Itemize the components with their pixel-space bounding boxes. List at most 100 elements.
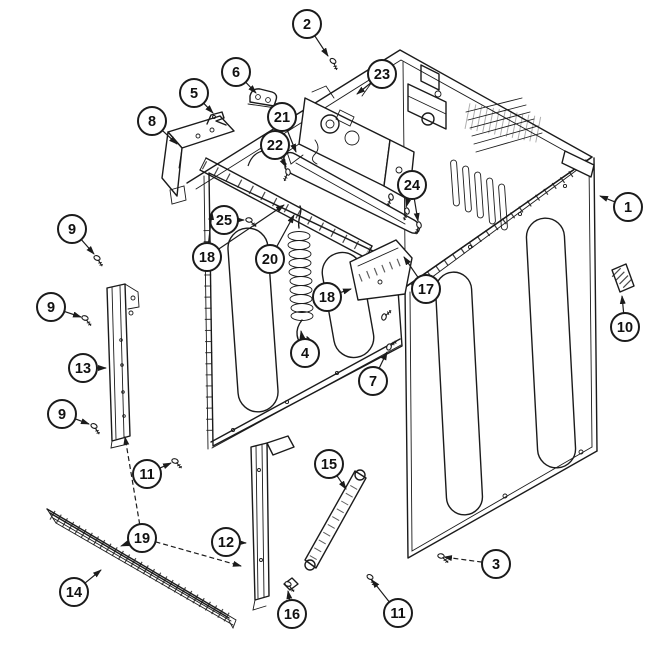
callout-number: 11	[139, 467, 154, 483]
callout-number: 6	[232, 65, 240, 81]
cabinet-shell	[186, 49, 598, 559]
screw-icon	[363, 572, 379, 587]
callout-number: 18	[319, 290, 335, 306]
leader-arrow	[336, 475, 347, 490]
callout-balloon	[267, 102, 297, 132]
callout-balloon	[613, 192, 643, 222]
callout-22: 22	[260, 130, 290, 168]
callout-24: 24	[397, 170, 427, 222]
leader-arrow	[314, 35, 329, 57]
callout-balloon	[292, 9, 322, 39]
callout-number: 7	[369, 374, 377, 390]
callout-balloon	[312, 282, 342, 312]
callout-balloon	[610, 312, 640, 342]
callout-11: 11	[132, 459, 172, 489]
callout-number: 8	[148, 114, 156, 130]
suspension-spring	[287, 205, 314, 347]
callout-19: 19	[120, 436, 242, 567]
callout-2: 2	[292, 9, 329, 57]
callout-number: 12	[218, 535, 234, 551]
center-rail	[250, 435, 295, 611]
callout-14: 14	[59, 569, 102, 607]
callout-1: 1	[599, 192, 643, 222]
screw-icon	[169, 457, 185, 470]
callout-balloon	[383, 598, 413, 628]
leader-arrow	[123, 436, 141, 525]
leader-arrow	[203, 102, 214, 114]
callout-17: 17	[403, 256, 441, 304]
leader-arrow	[371, 579, 390, 603]
leader-arrow	[159, 462, 172, 470]
leader-arrow	[413, 198, 420, 222]
vent-slots	[450, 159, 508, 231]
leader-arrow	[120, 540, 130, 547]
callout-balloon	[397, 170, 427, 200]
callout-balloon	[358, 366, 388, 396]
callout-number: 24	[404, 178, 420, 194]
callout-balloon	[68, 353, 98, 383]
leader-arrow	[403, 256, 419, 278]
callout-number: 1	[624, 200, 632, 216]
screw-icon	[79, 314, 95, 327]
callout-balloon	[57, 214, 87, 244]
panel-cutout-left	[227, 227, 279, 413]
callout-balloon	[260, 130, 290, 160]
callout-9: 9	[57, 214, 95, 255]
side-emboss-left	[434, 271, 484, 516]
callout-number: 3	[492, 557, 500, 573]
leader-arrow	[207, 211, 215, 244]
callout-number: 25	[216, 213, 232, 229]
callout-8: 8	[137, 106, 178, 145]
callout-balloon	[221, 57, 251, 87]
timer-console-assembly	[286, 81, 415, 201]
callout-balloon	[137, 106, 167, 136]
screw-icon	[88, 422, 103, 436]
callout-balloon	[411, 274, 441, 304]
callout-15: 15	[314, 449, 347, 490]
vent-slats	[464, 97, 543, 153]
leader-arrow	[356, 82, 372, 95]
leader-arrow	[245, 81, 257, 94]
leader-arrow	[161, 130, 178, 145]
callout-balloon	[314, 449, 344, 479]
left-rail	[106, 283, 140, 449]
callout-balloon	[127, 523, 157, 553]
leader-arrow	[218, 204, 285, 250]
callout-11: 11	[371, 579, 413, 628]
callout-balloon	[47, 399, 77, 429]
callout-number: 9	[68, 222, 76, 238]
callout-9: 9	[47, 399, 90, 429]
callout-number: 19	[134, 531, 150, 547]
leader-arrow	[155, 541, 242, 567]
leader-arrow	[64, 310, 82, 318]
callout-balloon	[132, 459, 162, 489]
leader-arrow	[405, 198, 411, 208]
callout-balloon	[367, 59, 397, 89]
callout-number: 21	[274, 110, 290, 126]
base-trim-strip	[46, 508, 237, 630]
screw-icon	[281, 167, 293, 182]
callout-5: 5	[179, 78, 214, 114]
callout-number: 4	[301, 346, 309, 362]
callout-23: 23	[356, 59, 397, 95]
screw-icon	[326, 56, 342, 71]
callout-balloon	[277, 599, 307, 629]
callout-balloon	[290, 338, 320, 368]
callout-balloon	[481, 549, 511, 579]
callout-6: 6	[221, 57, 257, 94]
callout-number: 2	[303, 17, 311, 33]
callout-21: 21	[267, 102, 297, 153]
leader-arrow	[80, 239, 95, 255]
callout-balloon	[179, 78, 209, 108]
leader-arrow	[378, 351, 388, 369]
callout-number: 13	[75, 361, 91, 377]
callout-balloon	[192, 242, 222, 272]
callout-number: 16	[284, 607, 300, 623]
leader-arrow	[74, 418, 90, 425]
callout-12: 12	[211, 527, 247, 557]
callout-7: 7	[358, 351, 388, 396]
callout-balloon	[255, 244, 285, 274]
